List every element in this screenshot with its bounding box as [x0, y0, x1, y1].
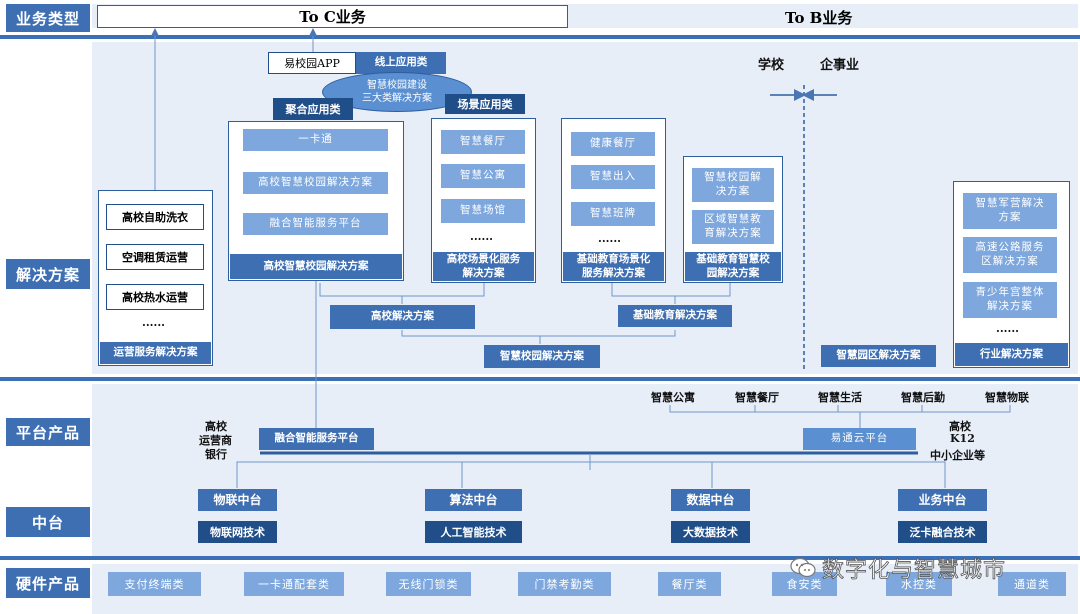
basic-smart-footer: 基础教育智慧校 园解决方案: [685, 252, 781, 281]
basic-scene-item-3: 智慧班牌: [571, 202, 655, 226]
basic-smart-item-1: 智慧校园解 决方案: [692, 168, 774, 202]
hardware-restaurant: 餐厅类: [658, 572, 721, 596]
platform-app-4: 智慧后勤: [901, 391, 945, 404]
watermark-text: 数字化与智慧城市: [822, 558, 1007, 584]
platform-left-label-2: 运营商: [199, 434, 232, 447]
data-center: 数据中台: [671, 489, 750, 511]
hardware-access-attendance: 门禁考勤类: [518, 572, 611, 596]
ops-item-2: 空调租赁运营: [106, 244, 204, 270]
scene-item-3: 智慧场馆: [441, 199, 525, 223]
scene-app-label: 场景应用类: [445, 94, 525, 114]
row-label-hardware: 硬件产品: [6, 568, 90, 598]
row-label-solutions: 解决方案: [6, 259, 90, 289]
campus-item-fusion: 融合智能服务平台: [243, 213, 388, 235]
industry-item-3: 青少年宫整体 解决方案: [963, 282, 1057, 318]
hardware-wireless-lock: 无线门锁类: [386, 572, 471, 596]
scene-footer: 高校场景化服务 解决方案: [433, 252, 534, 281]
divider-band-2: [0, 377, 1080, 381]
iot-center: 物联中台: [198, 489, 277, 511]
campus-item-card: 一卡通: [243, 129, 388, 151]
smart-campus-solution: 智慧校园解决方案: [484, 345, 600, 368]
watermark: 数字化与智慧城市: [790, 552, 1006, 584]
ai-tech: 人工智能技术: [425, 521, 522, 543]
ops-item-1: 高校自助洗衣: [106, 204, 204, 230]
platform-left-label-3: 银行: [205, 448, 227, 461]
ops-footer: 运营服务解决方案: [100, 342, 211, 364]
platform-app-5: 智慧物联: [985, 391, 1029, 404]
fusion-platform: 融合智能服务平台: [259, 428, 374, 450]
basic-smart-item-2: 区域智慧教 育解决方案: [692, 210, 774, 244]
industry-item-1: 智慧军营解决 方案: [963, 193, 1057, 229]
divider-band-1: [0, 35, 1080, 39]
scene-ellipsis: ......: [470, 230, 493, 243]
row-label-platform: 平台产品: [6, 418, 90, 446]
row-label-middle: 中台: [6, 507, 90, 537]
platform-app-2: 智慧餐厅: [735, 391, 779, 404]
industry-item-2: 高速公路服务 区解决方案: [963, 237, 1057, 273]
to-b-label: To B业务: [785, 9, 853, 27]
card-fusion-tech: 泛卡融合技术: [898, 521, 987, 543]
ellipse-text: 智慧校园建设 三大类解决方案: [362, 80, 432, 104]
basic-edu-solution: 基础教育解决方案: [618, 305, 732, 327]
hardware-water-control: 水控类: [886, 572, 952, 596]
platform-app-1: 智慧公寓: [651, 391, 695, 404]
college-solution: 高校解决方案: [330, 305, 475, 329]
industry-ellipsis: ......: [996, 322, 1019, 335]
yitong-cloud-platform: 易通云平台: [803, 428, 916, 450]
industry-footer: 行业解决方案: [955, 343, 1068, 366]
wechat-icon: [790, 557, 816, 579]
hardware-channel: 通道类: [998, 572, 1066, 596]
to-c-label: To C业务: [299, 8, 366, 26]
campus-footer: 高校智慧校园解决方案: [230, 254, 402, 279]
enterprise-label: 企事业: [820, 58, 860, 73]
basic-scene-footer: 基础教育场景化 服务解决方案: [563, 252, 664, 281]
basic-scene-item-2: 智慧出入: [571, 165, 655, 189]
divider-band-3: [0, 556, 1080, 560]
scene-item-2: 智慧公寓: [441, 164, 525, 188]
smart-park-solution: 智慧园区解决方案: [821, 345, 936, 367]
scene-item-1: 智慧餐厅: [441, 130, 525, 154]
aggregate-app-label: 聚合应用类: [273, 98, 353, 120]
school-label: 学校: [758, 58, 785, 73]
online-app-label: 线上应用类: [356, 52, 446, 74]
basic-scene-item-1: 健康餐厅: [571, 132, 655, 156]
app-box: 易校园APP: [268, 52, 356, 74]
business-center: 业务中台: [898, 489, 987, 511]
campus-item-smart: 高校智慧校园解决方案: [243, 172, 388, 194]
hardware-payment-terminal: 支付终端类: [108, 572, 201, 596]
row-label-business-type: 业务类型: [6, 4, 90, 32]
algo-center: 算法中台: [425, 489, 522, 511]
platform-right-label-1: 高校: [949, 420, 971, 433]
to-c-box: To C业务: [97, 5, 568, 28]
platform-left-label-1: 高校: [205, 420, 227, 433]
ops-ellipsis: ......: [142, 316, 165, 329]
platform-right-label-2: K12: [950, 432, 975, 445]
hardware-card-accessories: 一卡通配套类: [244, 572, 344, 596]
platform-right-label-3: 中小企业等: [930, 449, 985, 462]
platform-app-3: 智慧生活: [818, 391, 862, 404]
iot-tech: 物联网技术: [198, 521, 277, 543]
ops-item-3: 高校热水运营: [106, 284, 204, 310]
basic-scene-ellipsis: ......: [598, 232, 621, 245]
bigdata-tech: 大数据技术: [671, 521, 750, 543]
